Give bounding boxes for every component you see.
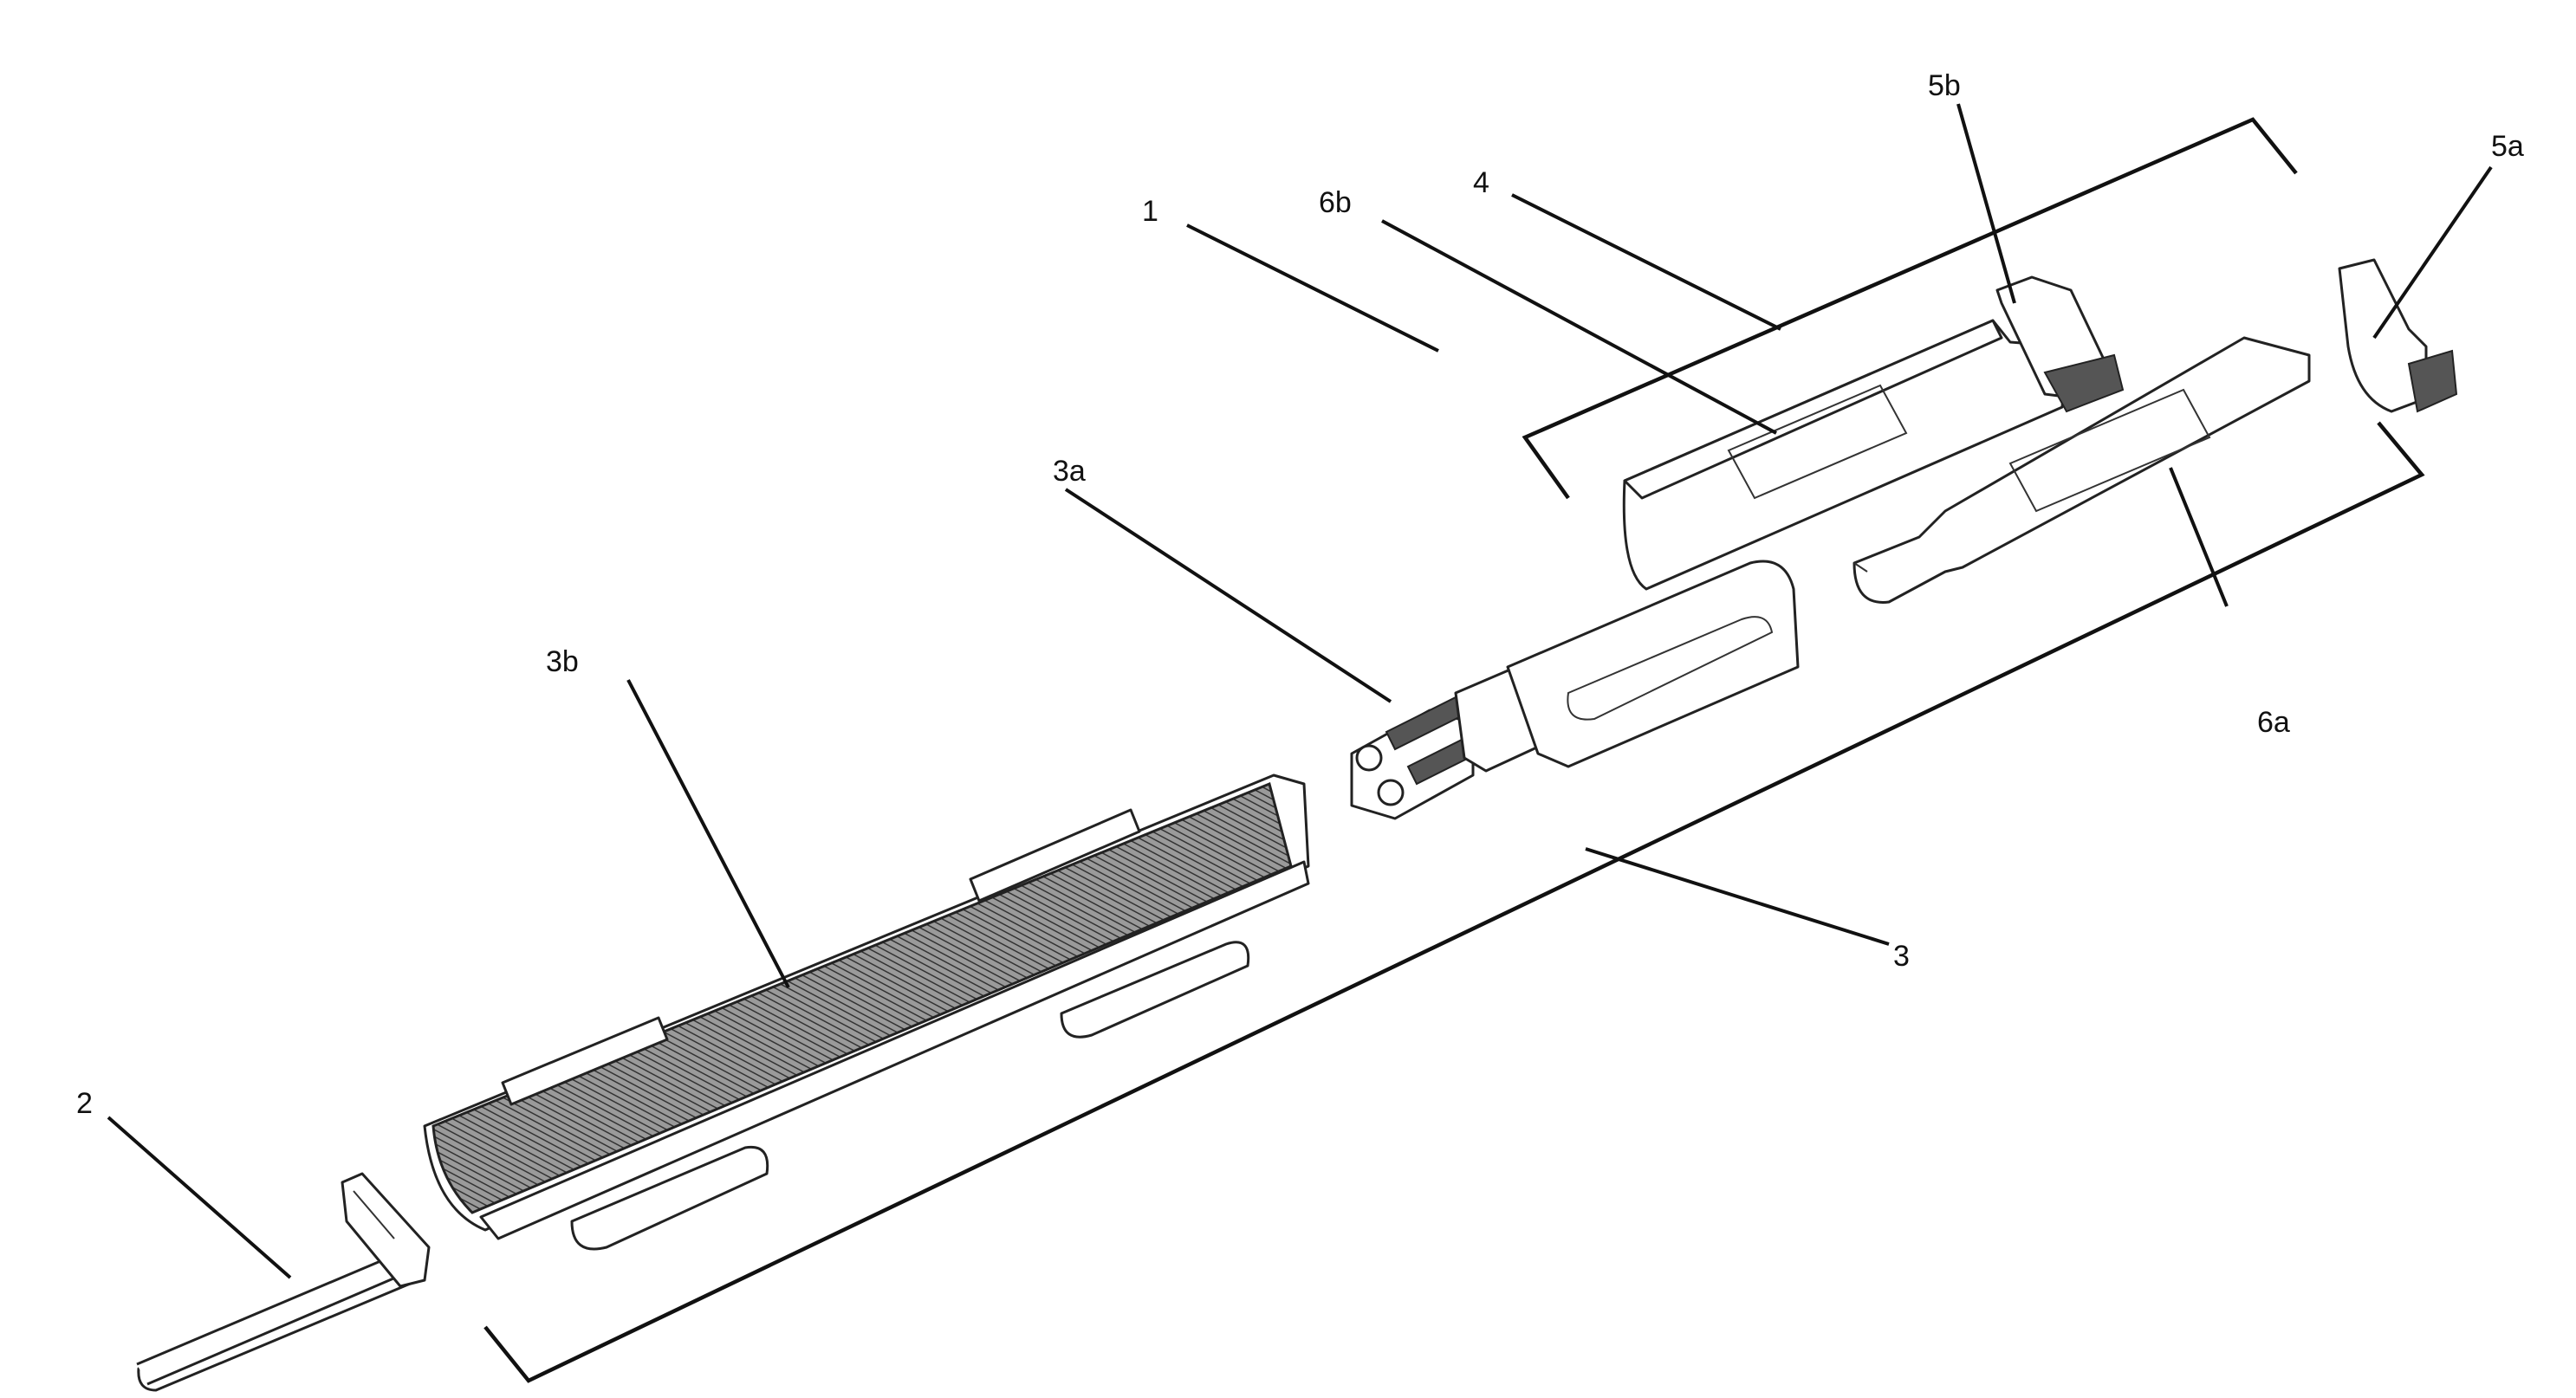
label-6b: 6b <box>1319 186 1352 219</box>
label-5b: 5b <box>1928 69 1961 102</box>
part-6a-strip <box>1853 336 2311 604</box>
leader-2 <box>107 1116 292 1279</box>
label-4: 4 <box>1473 166 1489 199</box>
label-1: 1 <box>1142 195 1158 228</box>
label-5a: 5a <box>2491 130 2524 163</box>
label-3a: 3a <box>1053 455 1086 488</box>
reference-labels: 1 6b 4 5b 5a 3a 3b 6a 3 2 <box>76 69 2524 1120</box>
part-2-end-cap <box>136 1172 431 1392</box>
part-5b-clip <box>1995 275 2125 413</box>
label-3b: 3b <box>546 645 579 678</box>
part-4-cartridge <box>1622 319 2068 591</box>
part-5a-clip <box>2338 258 2458 413</box>
leader-6a <box>2169 467 2229 607</box>
leader-3b <box>626 679 790 988</box>
leader-3 <box>1585 847 1890 946</box>
part-3a-spring-block <box>1350 560 1800 820</box>
label-2: 2 <box>76 1087 93 1120</box>
bracket-4 <box>1522 117 2298 500</box>
part-3b-shell <box>423 773 1310 1251</box>
leader-1 <box>1186 223 1439 353</box>
label-6a: 6a <box>2257 706 2290 739</box>
leader-6b <box>1381 219 1777 435</box>
leader-3a <box>1064 488 1392 703</box>
leader-4 <box>1511 193 1781 331</box>
leader-5a <box>2372 165 2493 340</box>
label-3: 3 <box>1893 940 1910 973</box>
bracket-3 <box>483 421 2425 1383</box>
leader-lines <box>107 103 2493 1279</box>
leader-5b <box>1956 103 2016 304</box>
